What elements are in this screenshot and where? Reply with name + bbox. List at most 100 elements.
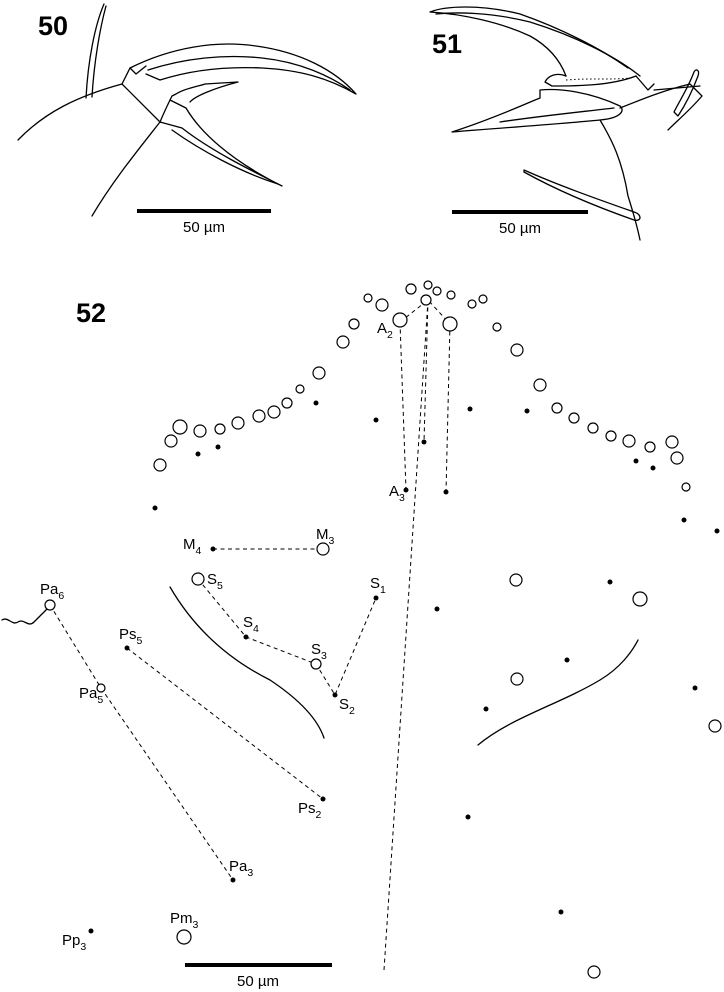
figure-50-unguiculus bbox=[159, 99, 283, 187]
label-pm3: Pm3 bbox=[170, 910, 199, 931]
seta-ring bbox=[432, 286, 442, 296]
dash-s-chain bbox=[197, 578, 377, 697]
right-body-curve bbox=[477, 639, 639, 746]
seta-ring bbox=[442, 316, 458, 332]
seta-dot bbox=[607, 579, 613, 585]
seta-ring bbox=[568, 412, 580, 424]
seta-ring bbox=[363, 293, 373, 303]
seta-dot bbox=[215, 444, 221, 450]
seta-ring bbox=[644, 441, 656, 453]
label-pa6: Pa6 bbox=[40, 581, 64, 602]
seta-ring bbox=[214, 423, 226, 435]
figure-51-spine bbox=[523, 169, 641, 221]
seta-dot-ps2 bbox=[320, 796, 326, 802]
dash-right-a bbox=[445, 323, 451, 493]
seta-ring bbox=[533, 378, 547, 392]
figure-51-tibiotarsus bbox=[599, 119, 641, 241]
seta-ring bbox=[312, 366, 326, 380]
seta-ring bbox=[153, 458, 167, 472]
label-pa5: Pa5 bbox=[79, 685, 103, 706]
figure-51-joint bbox=[635, 75, 655, 91]
label-s5: S5 bbox=[207, 571, 223, 592]
seta-ring bbox=[708, 719, 722, 733]
figure-51-number: 51 bbox=[432, 29, 462, 59]
dash-midline bbox=[383, 299, 429, 971]
figure-50-unguiculus-inner bbox=[171, 129, 279, 185]
label-m3: M3 bbox=[316, 526, 335, 547]
seta-dot bbox=[467, 406, 473, 412]
seta-dot-s1 bbox=[373, 595, 379, 601]
figure-50-seta-inner bbox=[91, 5, 107, 98]
seta-ring bbox=[392, 312, 408, 328]
figure-52: 52 bbox=[1, 280, 722, 990]
seta-ring bbox=[632, 591, 648, 607]
seta-ring-s3 bbox=[310, 658, 322, 670]
figure-51-unguis bbox=[429, 6, 629, 77]
label-ps2: Ps2 bbox=[298, 800, 322, 821]
figure-50-scale-label: 50 µm bbox=[183, 219, 225, 236]
seta-dot-m4 bbox=[210, 546, 216, 552]
figure-50-seta bbox=[85, 3, 105, 99]
seta-ring bbox=[510, 343, 524, 357]
seta-ring bbox=[510, 672, 524, 686]
seta-dot bbox=[681, 517, 687, 523]
seta-dot bbox=[465, 814, 471, 820]
label-a2: A2 bbox=[377, 320, 393, 341]
seta-ring bbox=[509, 573, 523, 587]
figure-51-tibiotarsus-edge bbox=[653, 85, 701, 91]
seta-ring bbox=[267, 405, 281, 419]
seta-ring bbox=[172, 419, 188, 435]
seta-ring bbox=[622, 434, 636, 448]
figure-52-scale-bar bbox=[185, 963, 332, 967]
left-body-curve bbox=[169, 586, 325, 739]
label-s1: S1 bbox=[370, 575, 386, 596]
seta-ring bbox=[164, 434, 178, 448]
figure-50-tibiotarsus bbox=[17, 83, 161, 217]
seta-ring-pa5 bbox=[96, 683, 106, 693]
seta-ring bbox=[551, 402, 563, 414]
figure-51-unguiculus bbox=[451, 88, 623, 133]
figure-50-unguis-inner bbox=[147, 55, 351, 91]
figure-50-unguis bbox=[129, 43, 357, 95]
seta-ring bbox=[281, 397, 293, 409]
seta-dot-ps5 bbox=[124, 645, 130, 651]
figure-52-number: 52 bbox=[76, 298, 106, 328]
label-s3: S3 bbox=[311, 641, 327, 662]
seta-dot bbox=[195, 451, 201, 457]
seta-ring bbox=[420, 294, 432, 306]
seta-ring bbox=[348, 318, 360, 330]
seta-dot bbox=[524, 408, 530, 414]
seta-ring-m3 bbox=[316, 542, 330, 556]
figure-50-scale-bar bbox=[137, 209, 271, 213]
figure-51-scale-label: 50 µm bbox=[499, 220, 541, 237]
figure-51-tibiotarsus-top bbox=[619, 83, 703, 131]
setae-dots bbox=[88, 400, 720, 934]
figure-50-claw-base bbox=[121, 65, 147, 85]
seta-dot bbox=[373, 417, 379, 423]
seta-ring bbox=[252, 409, 266, 423]
seta-ring bbox=[605, 430, 617, 442]
seta-dot bbox=[650, 465, 656, 471]
seta-dot-a3 bbox=[403, 487, 409, 493]
seta-dot-s4 bbox=[243, 634, 249, 640]
seta-ring-s5 bbox=[191, 572, 205, 586]
seta-ring bbox=[492, 322, 502, 332]
wavy-sensillum bbox=[1, 607, 49, 625]
label-pp3: Pp3 bbox=[62, 932, 86, 953]
dash-pa-chain bbox=[49, 604, 234, 881]
seta-dot-s2 bbox=[332, 692, 338, 698]
seta-ring bbox=[423, 280, 433, 290]
dash-center-top bbox=[423, 299, 429, 443]
label-m4: M4 bbox=[183, 536, 202, 557]
seta-ring bbox=[681, 482, 691, 492]
seta-dot-pp3 bbox=[88, 928, 94, 934]
dash-ps-chain bbox=[126, 647, 324, 800]
figure-50-unguiculus-top bbox=[159, 81, 239, 123]
figure-50: 50 50 µm bbox=[17, 3, 357, 236]
seta-dot bbox=[558, 909, 564, 915]
seta-dot-pa3 bbox=[230, 877, 236, 883]
seta-ring bbox=[193, 424, 207, 438]
seta-ring bbox=[665, 435, 679, 449]
